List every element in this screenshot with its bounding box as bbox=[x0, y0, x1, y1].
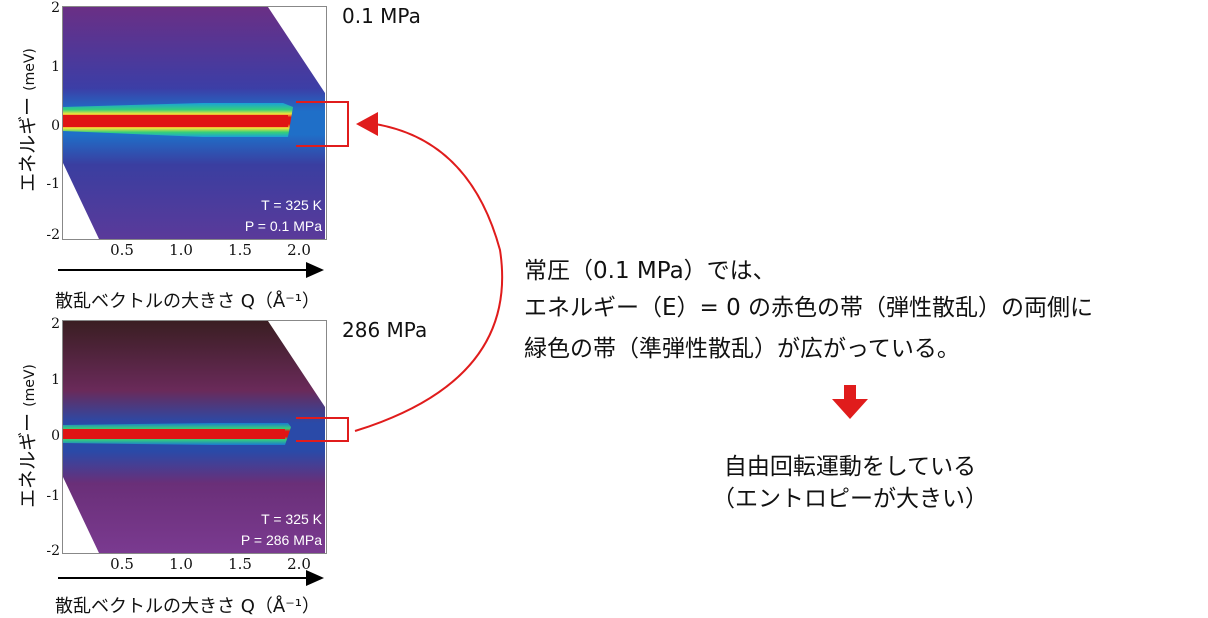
heatmap-svg-bottom bbox=[63, 321, 325, 553]
y-tick-m2: -2 bbox=[46, 227, 60, 243]
conclusion-line-2: （エントロピーが大きい） bbox=[712, 486, 988, 512]
annotation-top: T = 325 K P = 0.1 MPa bbox=[244, 197, 322, 234]
pressure-label-bottom: 286 MPa bbox=[342, 318, 428, 342]
conclusion-line-1: 自由回転運動をしている bbox=[723, 454, 977, 480]
y-tick-2: 2 bbox=[51, 316, 60, 332]
pressure-label-top: 0.1 MPa bbox=[342, 4, 421, 28]
x-tick-1-0: 1.0 bbox=[169, 241, 193, 259]
down-arrow-icon bbox=[832, 385, 868, 419]
x-tick-0-5: 0.5 bbox=[110, 241, 134, 259]
bracket-top bbox=[296, 101, 349, 147]
y-tick-1: 1 bbox=[51, 59, 60, 75]
heatmap-svg-top bbox=[63, 7, 325, 239]
x-tick-1-0: 1.0 bbox=[169, 555, 193, 573]
elastic-core-bottom bbox=[63, 429, 285, 439]
x-axis-label-bottom: 散乱ベクトルの大きさ Q（Å⁻¹） bbox=[55, 596, 320, 617]
description-line-1: 常圧（0.1 MPa）では、 bbox=[524, 258, 776, 284]
y-tick-2: 2 bbox=[51, 0, 60, 16]
description-line-2: エネルギー（E）= 0 の赤色の帯（弾性散乱）の両側に bbox=[524, 295, 1094, 321]
description-line-3: 緑色の帯（準弾性散乱）が広がっている。 bbox=[524, 336, 960, 362]
heatmap-plot-top: T = 325 K P = 0.1 MPa bbox=[62, 6, 327, 240]
curved-arrow bbox=[354, 123, 504, 432]
x-axis-arrow-top bbox=[58, 262, 324, 278]
x-tick-1-5: 1.5 bbox=[228, 241, 252, 259]
y-tick-0: 0 bbox=[51, 428, 60, 444]
x-tick-2-0: 2.0 bbox=[287, 555, 311, 573]
x-tick-0-5: 0.5 bbox=[110, 555, 134, 573]
x-tick-2-0: 2.0 bbox=[287, 241, 311, 259]
y-tick-m1: -1 bbox=[46, 488, 60, 504]
bracket-bottom bbox=[296, 417, 349, 442]
y-tick-m2: -2 bbox=[46, 543, 60, 559]
y-tick-0: 0 bbox=[51, 118, 60, 134]
annotation-bottom: T = 325 K P = 286 MPa bbox=[240, 511, 322, 548]
y-tick-1: 1 bbox=[51, 372, 60, 388]
arrowhead-icon bbox=[356, 112, 378, 136]
elastic-core-top bbox=[63, 115, 288, 127]
x-axis-label-top: 散乱ベクトルの大きさ Q（Å⁻¹） bbox=[55, 291, 320, 312]
y-tick-m1: -1 bbox=[46, 176, 60, 192]
heatmap-plot-bottom: T = 325 K P = 286 MPa bbox=[62, 320, 327, 554]
x-tick-1-5: 1.5 bbox=[228, 555, 252, 573]
x-axis-arrow-bottom bbox=[58, 570, 324, 586]
